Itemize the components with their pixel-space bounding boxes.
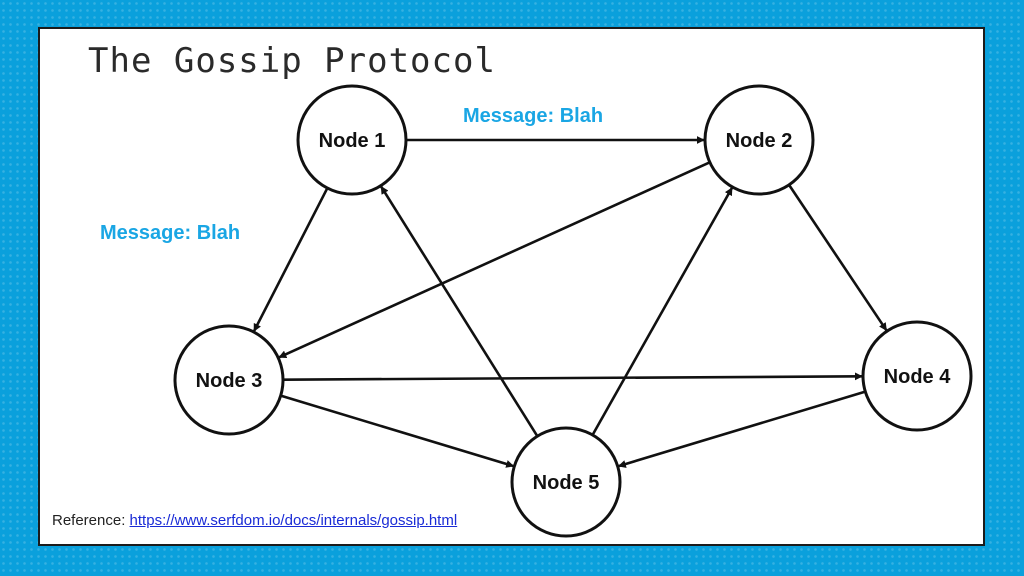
- node-label: Node 1: [319, 130, 386, 152]
- edge-n5-to-n1: [380, 185, 539, 437]
- node-circle: [861, 320, 973, 432]
- message-label-top: Message: Blah: [463, 105, 604, 127]
- node-n5: Node 5: [510, 426, 622, 538]
- edges-layer: [252, 136, 888, 468]
- node-n2: Node 2: [703, 84, 815, 196]
- node-label: Node 3: [196, 370, 263, 392]
- edge-n4-to-n5: [617, 390, 866, 468]
- reference-line: Reference: https://www.serfdom.io/docs/i…: [52, 512, 457, 529]
- node-circle: [703, 84, 815, 196]
- edge-n2-to-n3: [278, 161, 711, 359]
- edge-n3-to-n4: [282, 372, 863, 381]
- edge-n1-to-n3: [252, 187, 329, 332]
- gossip-diagram: Node 1 Node 2 Node 3 Node 4 Node 5: [173, 84, 973, 538]
- node-circle: [510, 426, 622, 538]
- message-label-left: Message: Blah: [100, 222, 241, 244]
- node-circle: [296, 84, 408, 196]
- node-n1: Node 1: [296, 84, 408, 196]
- edge-n3-to-n5: [280, 394, 515, 468]
- node-label: Node 4: [884, 366, 952, 388]
- node-label: Node 5: [533, 472, 600, 494]
- slide-title: The Gossip Protocol: [88, 41, 496, 81]
- node-label: Node 2: [726, 130, 793, 152]
- node-n3: Node 3: [173, 324, 285, 436]
- node-circle: [173, 324, 285, 436]
- edge-n5-to-n2: [591, 187, 734, 436]
- reference-label: Reference:: [52, 512, 126, 529]
- node-n4: Node 4: [861, 320, 973, 432]
- edge-n2-to-n4: [787, 184, 888, 332]
- reference-link[interactable]: https://www.serfdom.io/docs/internals/go…: [129, 512, 458, 529]
- nodes-layer: Node 1 Node 2 Node 3 Node 4 Node 5: [173, 84, 973, 538]
